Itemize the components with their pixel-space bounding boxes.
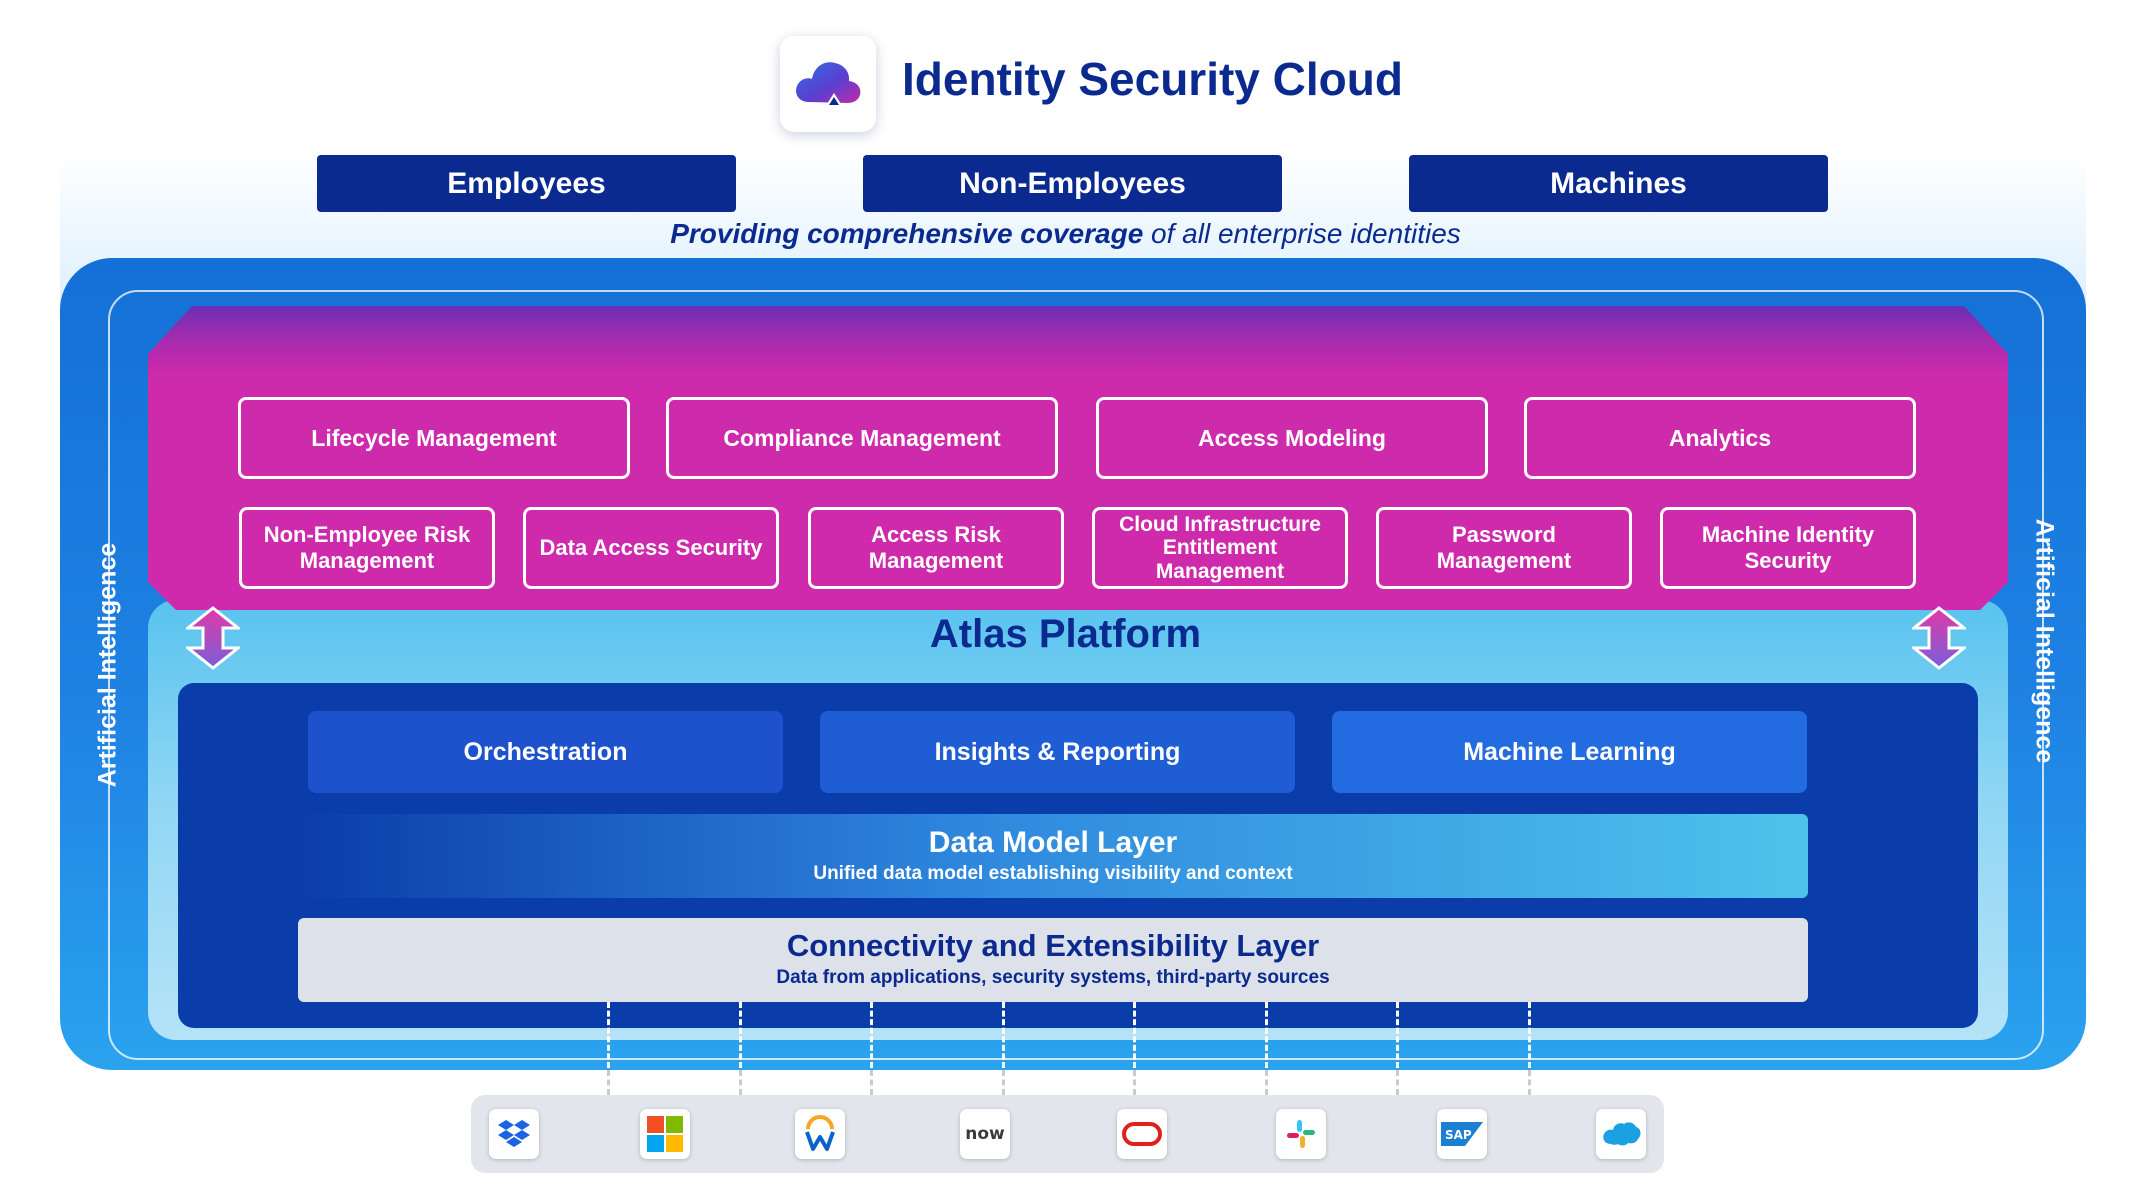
- tagline-rest: of all enterprise identities: [1143, 218, 1461, 249]
- platform-inner-outline: [108, 290, 2044, 1060]
- connector-line: [1528, 1002, 1531, 1068]
- connector-line: [1265, 1002, 1268, 1068]
- identity-machines: Machines: [1409, 155, 1828, 212]
- service-machine-learning: Machine Learning: [1332, 711, 1807, 793]
- service-insights-reporting: Insights & Reporting: [820, 711, 1295, 793]
- capability-lifecycle-management: Lifecycle Management: [238, 397, 630, 479]
- connector-line: [1528, 1070, 1531, 1095]
- connectivity-layer-title: Connectivity and Extensibility Layer: [786, 928, 1320, 963]
- connector-line: [1265, 1070, 1268, 1095]
- capability-analytics: Analytics: [1524, 397, 1916, 479]
- connectivity-layer-subtitle: Data from applications, security systems…: [776, 967, 1330, 988]
- tagline-emphasis: Providing comprehensive coverage: [670, 218, 1144, 249]
- connector-line: [739, 1070, 742, 1095]
- microsoft-logo-icon: [640, 1109, 690, 1159]
- capability-non-employee-risk: Non-Employee Risk Management: [239, 507, 495, 589]
- capability-ciem: Cloud Infrastructure Entitlement Managem…: [1092, 507, 1348, 589]
- double-arrow-right-icon: [1912, 606, 1966, 670]
- product-logo: [780, 36, 876, 132]
- workday-logo-icon: [795, 1109, 845, 1159]
- connector-line: [870, 1002, 873, 1068]
- servicenow-logo-icon: now: [960, 1109, 1010, 1159]
- salesforce-logo-icon: [1596, 1109, 1646, 1159]
- identity-employees: Employees: [317, 155, 736, 212]
- connector-line: [1002, 1070, 1005, 1095]
- capabilities-panel: [148, 306, 2008, 610]
- capability-machine-identity-security: Machine Identity Security: [1660, 507, 1916, 589]
- coverage-tagline: Providing comprehensive coverage of all …: [0, 218, 2131, 250]
- double-arrow-left-icon: [186, 606, 240, 670]
- sap-logo-icon: SAP: [1437, 1109, 1487, 1159]
- capability-data-access-security: Data Access Security: [523, 507, 779, 589]
- connector-line: [1133, 1002, 1136, 1068]
- dropbox-logo-icon: [489, 1109, 539, 1159]
- capability-access-risk: Access Risk Management: [808, 507, 1064, 589]
- ai-label-left: Artificial Intelligence: [93, 542, 122, 788]
- cloud-logo-icon: [796, 62, 861, 107]
- capability-password-management: Password Management: [1376, 507, 1632, 589]
- capability-compliance-management: Compliance Management: [666, 397, 1058, 479]
- svg-text:SAP: SAP: [1445, 1128, 1472, 1142]
- data-model-layer-title: Data Model Layer: [928, 826, 1178, 859]
- atlas-platform-title: Atlas Platform: [929, 612, 1202, 656]
- connector-line: [870, 1070, 873, 1095]
- slack-logo-icon: [1276, 1109, 1326, 1159]
- connector-line: [1396, 1070, 1399, 1095]
- page-title: Identity Security Cloud: [902, 53, 1403, 105]
- connector-line: [1396, 1002, 1399, 1068]
- connector-line: [607, 1070, 610, 1095]
- connector-line: [1133, 1070, 1136, 1095]
- data-model-layer-subtitle: Unified data model establishing visibili…: [813, 863, 1293, 884]
- connector-line: [607, 1002, 610, 1068]
- identity-non-employees: Non-Employees: [863, 155, 1282, 212]
- connector-line: [739, 1002, 742, 1068]
- oracle-logo-icon: [1117, 1109, 1167, 1159]
- connector-line: [1002, 1002, 1005, 1068]
- capability-access-modeling: Access Modeling: [1096, 397, 1488, 479]
- connectivity-layer: Connectivity and Extensibility Layer Dat…: [298, 918, 1808, 1002]
- data-model-layer: Data Model Layer Unified data model esta…: [298, 814, 1808, 898]
- service-orchestration: Orchestration: [308, 711, 783, 793]
